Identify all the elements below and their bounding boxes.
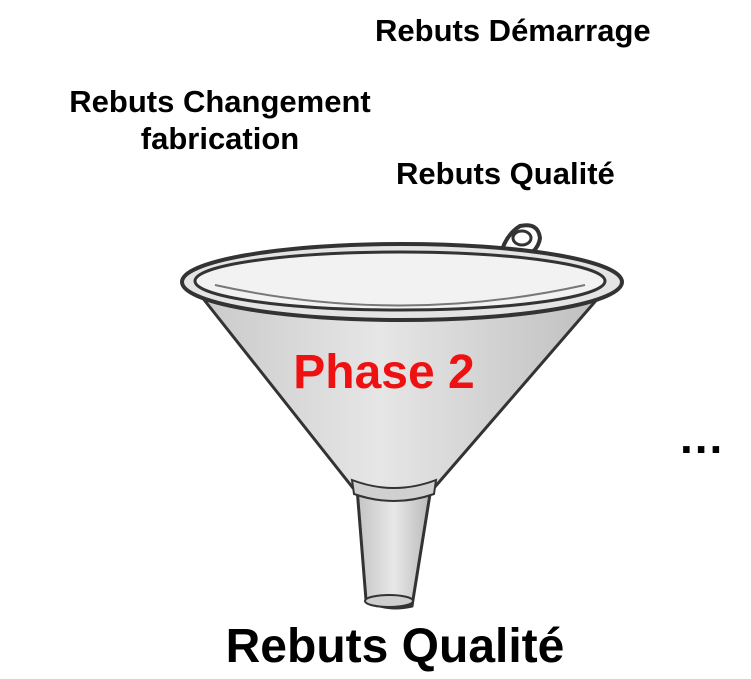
input-label-changement-line2: fabrication: [140, 121, 300, 157]
funnel-phase-label: Phase 2: [293, 346, 474, 399]
more-inputs-ellipsis: ...: [680, 411, 725, 463]
funnel-rim: [180, 242, 624, 322]
input-label-changement-line1: Rebuts Changement: [69, 84, 371, 119]
output-label: Rebuts Qualité: [225, 620, 565, 673]
funnel-spout: [355, 486, 433, 610]
input-label-qualite: Rebuts Qualité: [396, 156, 615, 191]
funnel-collar: [350, 478, 438, 502]
input-label-changement: Rebuts Changement fabrication: [20, 83, 420, 157]
input-label-demarrage: Rebuts Démarrage: [375, 13, 651, 48]
